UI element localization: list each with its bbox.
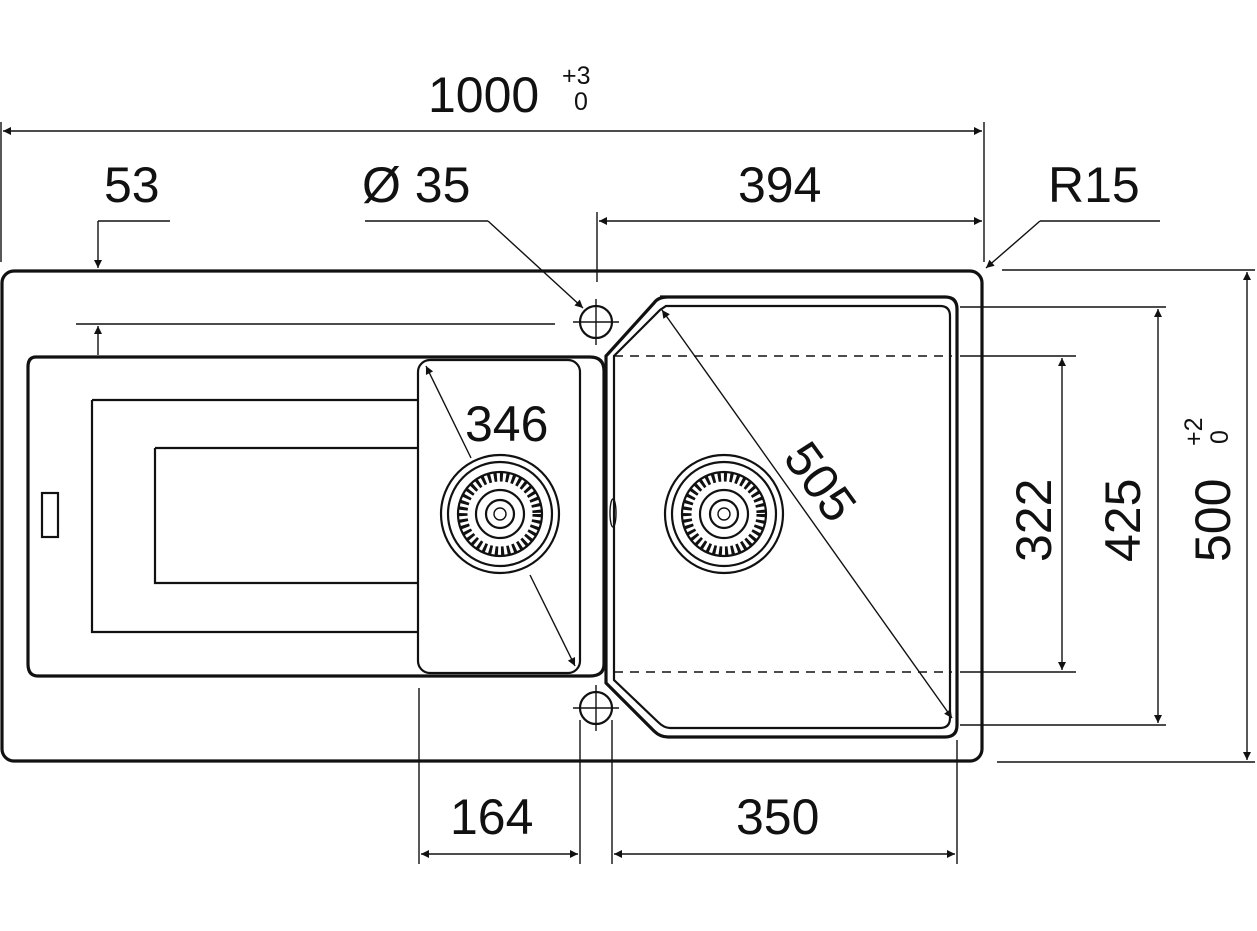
sink-outline xyxy=(0,269,984,763)
large-bowl-diagonal-label: 505 xyxy=(773,432,867,532)
large-bowl-width-label: 350 xyxy=(736,789,819,845)
tap-hole-bottom-icon xyxy=(573,685,619,731)
small-bowl-drain-icon xyxy=(439,453,561,575)
overall-width-tol-upper: +3 xyxy=(562,62,591,90)
overflow-hole xyxy=(609,498,617,528)
overflow-slot xyxy=(40,491,60,539)
overall-depth-tol-upper: +2 xyxy=(1180,417,1208,446)
overall-width-tol-lower: 0 xyxy=(574,88,588,116)
overall-depth-label: 500 xyxy=(1185,479,1241,562)
drainer-board xyxy=(26,355,606,678)
large-bowl-drain-icon xyxy=(663,453,785,575)
overall-depth-tol-lower: 0 xyxy=(1206,430,1234,444)
bowl-inner-depth-label: 322 xyxy=(1006,479,1062,562)
tap-hole-label: Ø 35 xyxy=(362,157,470,213)
bowl-offset-label: 394 xyxy=(738,157,821,213)
corner-radius-label: R15 xyxy=(1048,157,1140,213)
small-bowl xyxy=(416,358,582,675)
bowl-depth-label: 425 xyxy=(1095,479,1151,562)
small-bowl-width-label: 164 xyxy=(450,789,533,845)
tap-hole-top-icon xyxy=(573,299,619,345)
overall-width-label: 1000 xyxy=(428,67,539,123)
drainer-offset-label: 53 xyxy=(104,157,160,213)
small-bowl-diagonal-label: 346 xyxy=(465,396,548,452)
large-bowl xyxy=(604,295,959,739)
dimension-lines xyxy=(0,122,1255,864)
